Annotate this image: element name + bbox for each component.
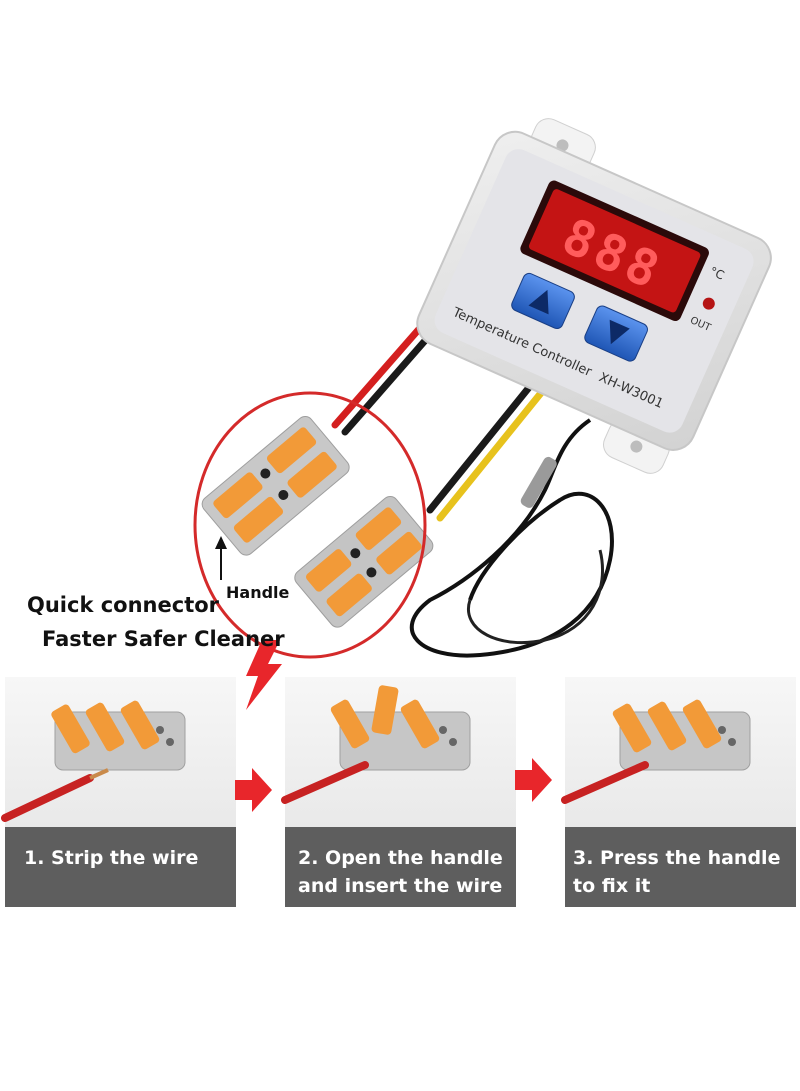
step-caption-bar-3 bbox=[565, 827, 796, 907]
step-2-caption-line-2: and insert the wire bbox=[298, 875, 502, 897]
step-panel-2: 2. Open the handle and insert the wire bbox=[281, 677, 516, 907]
lightning-bolt-icon bbox=[246, 640, 282, 710]
step-3-caption-line-1: 3. Press the handle bbox=[573, 847, 780, 869]
step-panel-3: 3. Press the handle to fix it bbox=[561, 677, 796, 907]
stripped-wire bbox=[1, 774, 94, 822]
out-indicator-led bbox=[702, 297, 715, 310]
connector-callout: Handle bbox=[193, 391, 427, 710]
step-1-caption-line-1: 1. Strip the wire bbox=[24, 847, 198, 869]
step-2-caption-line-1: 2. Open the handle bbox=[298, 847, 503, 869]
controller-faceplate bbox=[434, 149, 754, 433]
mount-hole bbox=[556, 139, 569, 152]
unit-label: °C bbox=[708, 264, 727, 283]
fixed-wire bbox=[561, 761, 649, 804]
up-arrow-icon bbox=[528, 289, 549, 315]
handle-label: Handle bbox=[226, 583, 290, 602]
quick-connector-tagline: Faster Safer Cleaner bbox=[42, 627, 285, 651]
mount-hole bbox=[630, 440, 643, 453]
sensor-cable-loop bbox=[467, 549, 605, 645]
connector-block-yellow bbox=[294, 495, 434, 628]
step-arrow-icon-2 bbox=[515, 758, 552, 802]
sensor-probe bbox=[520, 456, 557, 508]
step-caption-bar-1 bbox=[5, 827, 236, 907]
down-arrow-icon bbox=[609, 319, 630, 345]
connector-block-red bbox=[201, 415, 350, 556]
led-display bbox=[528, 189, 701, 313]
sensor-cable bbox=[409, 418, 614, 658]
quick-connector-headline: Quick connector bbox=[27, 593, 220, 617]
step-panel-1: 1. Strip the wire bbox=[1, 677, 236, 907]
callout-circle bbox=[193, 391, 427, 659]
step-caption-bar-2 bbox=[285, 827, 516, 907]
yellow-wire bbox=[436, 384, 549, 522]
inserted-wire bbox=[281, 761, 369, 804]
handle-pointer-arrowhead bbox=[215, 536, 227, 549]
black-wire-2 bbox=[426, 376, 539, 514]
temperature-controller: 888 °C OUT Temperature Controller XH-W30… bbox=[294, 118, 772, 658]
step-arrow-icon-1 bbox=[235, 768, 272, 812]
step-3-caption-line-2: to fix it bbox=[573, 875, 650, 897]
